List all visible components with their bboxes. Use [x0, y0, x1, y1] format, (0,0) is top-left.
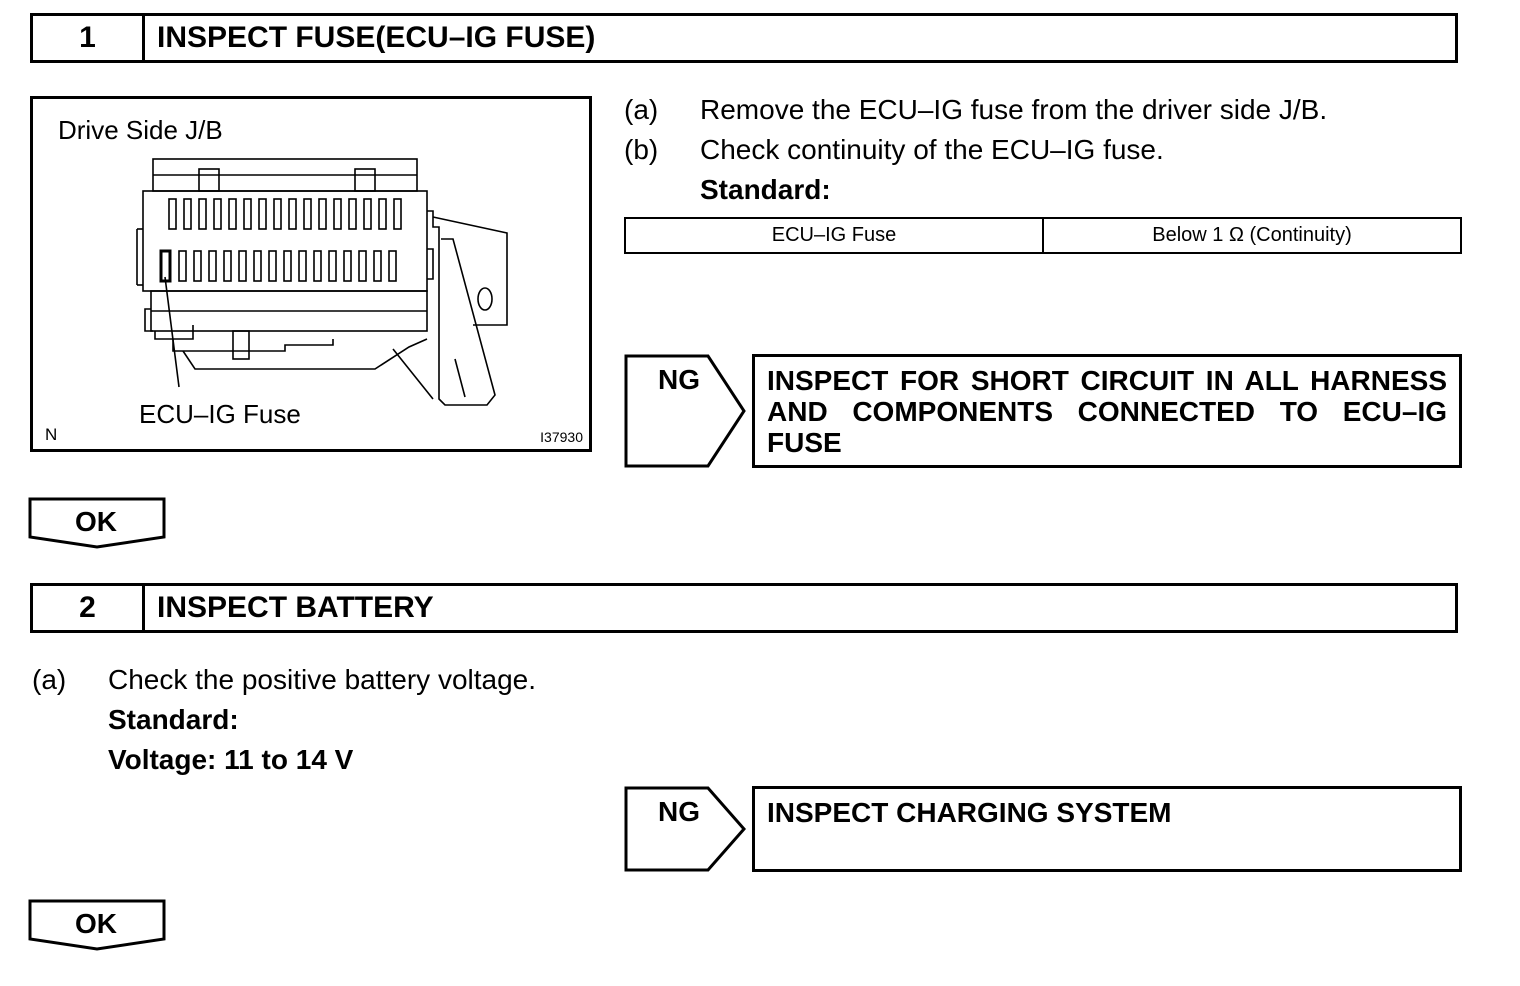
fuse-callout-label: ECU–IG Fuse: [139, 399, 301, 429]
step-2-title: INSPECT BATTERY: [157, 591, 434, 624]
instruction-text: Check the positive battery voltage.: [108, 664, 537, 695]
step-1-number: 1: [33, 16, 145, 60]
standard-value: Voltage: 11 to 14 V: [108, 744, 354, 775]
standard-table: ECU–IG Fuse Below 1 Ω (Continuity): [624, 217, 1462, 254]
instruction-marker: (a): [32, 664, 67, 695]
ng-arrow: [624, 786, 746, 872]
step-1-title: INSPECT FUSE(ECU–IG FUSE): [157, 21, 596, 54]
ng-label: NG: [658, 364, 700, 395]
ng-action-box: INSPECT CHARGING SYSTEM: [752, 786, 1462, 872]
ok-tab: [28, 497, 166, 549]
instruction-marker: (a): [624, 94, 659, 125]
ng-action-box: INSPECT FOR SHORT CIRCUIT IN ALL HARNESS…: [752, 354, 1462, 468]
step-2-number: 2: [33, 586, 145, 630]
standard-label: Standard:: [108, 704, 239, 735]
figure-title: Drive Side J/B: [58, 115, 223, 145]
ok-label: OK: [75, 506, 117, 537]
step-1-header: 1 INSPECT FUSE(ECU–IG FUSE): [30, 13, 1458, 63]
step-2-header: 2 INSPECT BATTERY: [30, 583, 1458, 633]
ng-label: NG: [658, 796, 700, 827]
instruction-text: Check continuity of the ECU–IG fuse.: [700, 134, 1164, 165]
ng-arrow: [624, 354, 746, 468]
ok-label: OK: [75, 908, 117, 939]
junction-block-figure: Drive Side J/B ECU–IG Fuse N I37930: [30, 96, 592, 452]
ok-tab: [28, 899, 166, 951]
instruction-marker: (b): [624, 134, 659, 165]
instruction-text: Remove the ECU–IG fuse from the driver s…: [700, 94, 1328, 125]
standard-label: Standard:: [700, 174, 831, 205]
figure-corner-label: N: [45, 425, 58, 444]
standard-table-value: Below 1 Ω (Continuity): [1042, 219, 1460, 252]
figure-id: I37930: [540, 429, 583, 445]
standard-table-item: ECU–IG Fuse: [771, 224, 897, 246]
junction-block-drawing: [136, 158, 508, 406]
